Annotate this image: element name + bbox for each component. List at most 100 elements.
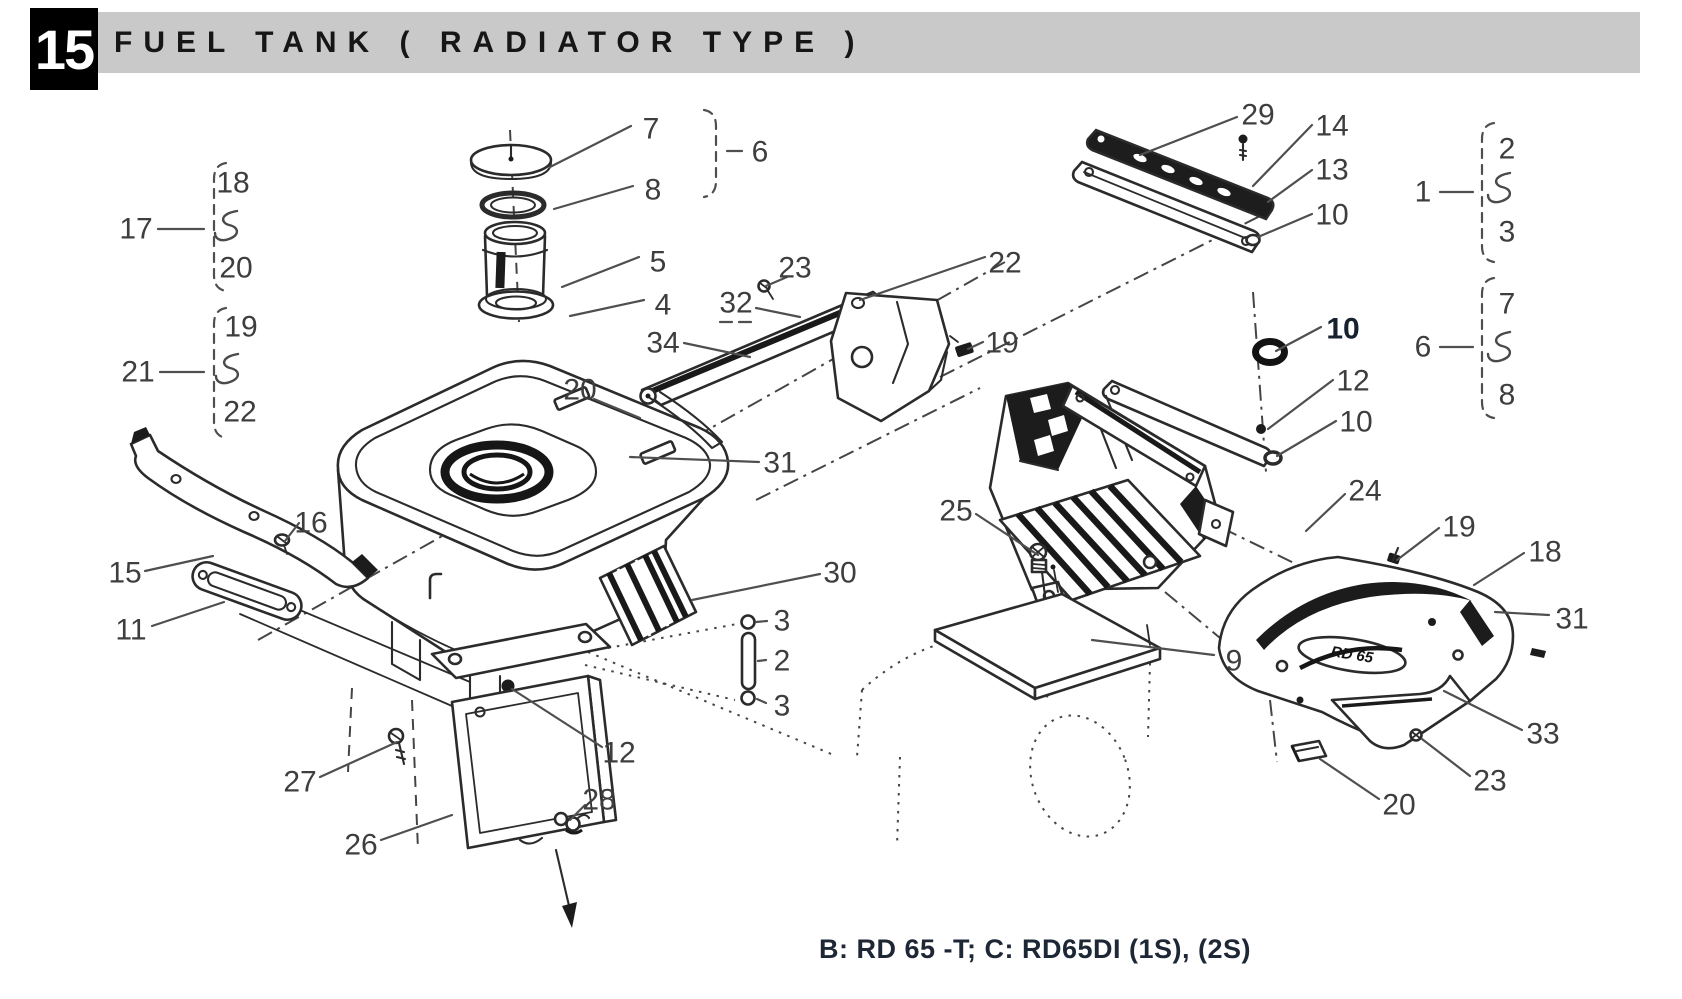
group-bracket: [702, 108, 718, 199]
leader-line: [974, 512, 1040, 557]
leader-line: [1266, 378, 1335, 431]
leader-line: [592, 397, 642, 420]
part-number-label: 24: [1348, 475, 1381, 508]
part-number-label: 14: [1315, 110, 1348, 143]
part-number-label: 15: [108, 557, 141, 590]
leader-line: [1304, 492, 1347, 533]
part-number-label: 19: [224, 311, 257, 344]
spacer-tube: [740, 614, 757, 706]
part-number-label: 6: [1415, 331, 1432, 364]
group-bracket: [212, 306, 228, 440]
part-number-label: 25: [939, 495, 972, 528]
part-number-label: 31: [763, 447, 796, 480]
leader-line: [283, 521, 301, 543]
leader-line: [379, 813, 454, 842]
part-number-label: 12: [1336, 365, 1369, 398]
part-number-label: 19: [1442, 511, 1475, 544]
bottom-mount-assembly: [387, 622, 618, 928]
leader-line: [560, 255, 641, 289]
part-number-label: 8: [645, 174, 662, 207]
part-number-label: 30: [823, 557, 856, 590]
part-number-label: 17: [119, 213, 152, 246]
part-number-label: 3: [1499, 216, 1516, 249]
top-grille: [1071, 128, 1275, 254]
group-bracket: [1480, 276, 1496, 420]
fuel-cap-assembly: [469, 143, 555, 320]
part-number-label: 1: [1415, 176, 1432, 209]
leader-line: [966, 340, 985, 351]
retainer-squiggle: [1486, 330, 1512, 363]
leader-line: [318, 740, 399, 779]
part-number-label: 3: [774, 605, 791, 638]
radiator-shroud: [988, 381, 1235, 614]
page-title: FUEL TANK ( RADIATOR TYPE ): [114, 25, 866, 59]
side-cover: RD 65: [1217, 546, 1546, 763]
leader-line: [1275, 419, 1338, 458]
leader-line: [143, 554, 215, 573]
part-number-label: 3: [774, 690, 791, 723]
leader-line: [510, 687, 604, 749]
part-number-label: 19: [985, 327, 1018, 360]
part-number-label: 12: [602, 737, 635, 770]
part-number-label: 22: [988, 247, 1021, 280]
leader-line: [1318, 757, 1381, 801]
part-number-label: 18: [216, 167, 249, 200]
part-number-label: 33: [1526, 718, 1559, 751]
part-number-label: 8: [1499, 379, 1516, 412]
part-number-label: 20: [563, 374, 596, 407]
leader-line: [754, 306, 802, 319]
part-number-label: 20: [1382, 789, 1415, 822]
leader-line: [764, 275, 789, 288]
retainer-squiggle: [214, 352, 240, 385]
leader-line: [1256, 212, 1314, 239]
leader-line: [755, 697, 768, 705]
part-number-label: 20: [219, 252, 252, 285]
leader-line: [1266, 168, 1314, 204]
part-number-label: 32: [719, 287, 752, 320]
part-number-label: 28: [582, 784, 615, 817]
mount-strip-right: [1101, 379, 1283, 468]
part-number-label: 34: [646, 327, 679, 360]
part-number-label: 23: [778, 252, 811, 285]
leader-line: [1395, 526, 1441, 562]
leader-line: [1493, 610, 1551, 617]
part-number-label: 5: [650, 246, 667, 279]
leader-line: [548, 124, 633, 169]
part-number-label: 29: [1241, 99, 1274, 132]
part-number-label: 4: [655, 289, 672, 322]
part-number-label: 27: [283, 766, 316, 799]
left-bracket-rod: [129, 427, 378, 622]
base-plate: [933, 564, 1162, 701]
leader-line: [568, 803, 587, 822]
leader-line: [858, 255, 987, 302]
retainer-squiggle: [213, 209, 239, 242]
group-bracket: [212, 161, 228, 293]
leader-line: [1274, 325, 1323, 353]
leader-line: [1442, 689, 1524, 732]
leader-line: [682, 341, 752, 359]
part-number-label: 21: [121, 356, 154, 389]
leader-line: [690, 572, 822, 602]
part-number-label: 2: [1499, 133, 1516, 166]
leader-line: [756, 658, 768, 663]
part-number-label: 6: [752, 136, 769, 169]
leader-line: [150, 600, 226, 628]
page-number: 15: [34, 17, 95, 81]
leader-line: [754, 619, 769, 624]
stay-bar-assembly: [639, 279, 974, 450]
part-number-label: 10: [1315, 199, 1348, 232]
model-caption: B: RD 65 -T; C: RD65DI (1S), (2S): [818, 934, 1252, 964]
page-number-box: 15: [30, 8, 98, 90]
part-number-label: 11: [115, 614, 146, 647]
part-number-label: 10: [1326, 313, 1359, 346]
part-number-label: 10: [1339, 406, 1372, 439]
title-bar: FUEL TANK ( RADIATOR TYPE ): [98, 12, 1640, 73]
part-number-label: 26: [344, 829, 377, 862]
leader-line: [1138, 115, 1239, 157]
o-ring-grommet: [1252, 338, 1288, 366]
cover-logo-text: RD 65: [1330, 643, 1375, 667]
part-number-label: 9: [1226, 645, 1243, 678]
